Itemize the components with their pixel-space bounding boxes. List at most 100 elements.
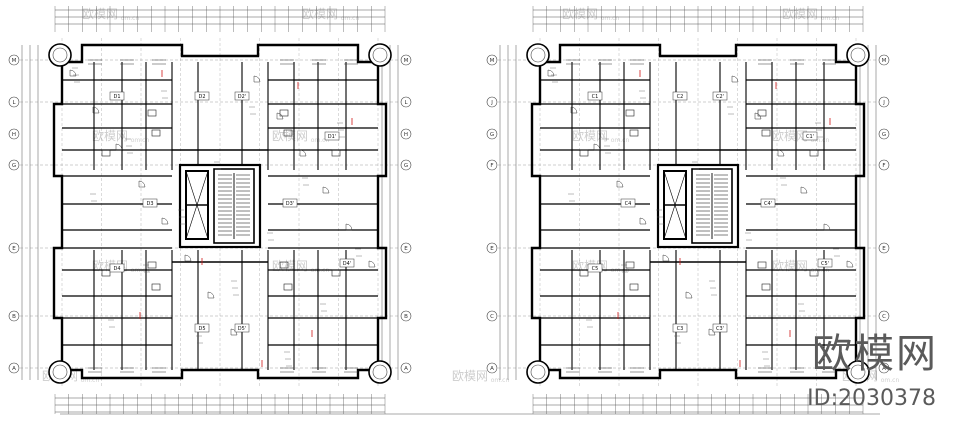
room-tag-box bbox=[234, 91, 250, 101]
plumbing-fixture bbox=[283, 283, 293, 291]
room-tag-box bbox=[672, 91, 688, 101]
room-label: D4 bbox=[113, 266, 120, 272]
axis-label-left: E bbox=[12, 246, 16, 252]
plumbing-fixture bbox=[757, 109, 767, 117]
room-tag-box bbox=[817, 258, 833, 268]
room-tag-box bbox=[234, 323, 250, 333]
room-tag-box bbox=[142, 198, 158, 208]
axis-label-right: L bbox=[404, 100, 408, 106]
corner-bay bbox=[526, 360, 550, 384]
watermark-layer: 欧模网om.cn欧模网om.cn欧模网om.cn欧模网om.cn欧模网om.cn… bbox=[42, 7, 899, 384]
axis-bubble-left bbox=[8, 242, 20, 254]
corner-bay-inner bbox=[52, 364, 68, 380]
watermark-small: 欧模网 bbox=[92, 129, 128, 143]
room-label: D2' bbox=[238, 94, 246, 100]
room-tag-box bbox=[194, 323, 210, 333]
room-label: C1 bbox=[592, 94, 599, 100]
axis-bubble-right bbox=[400, 159, 412, 171]
axis-bubble-left bbox=[8, 159, 20, 171]
stair-enclosure bbox=[691, 168, 733, 244]
axis-bubble-left bbox=[8, 128, 20, 140]
door-swing bbox=[639, 217, 647, 225]
room-tag-box bbox=[672, 323, 688, 333]
door-swing bbox=[368, 260, 376, 268]
door-swing bbox=[593, 143, 601, 151]
stair-enclosure bbox=[213, 168, 255, 244]
room-label: C5 bbox=[592, 266, 599, 272]
door-swing bbox=[823, 223, 831, 231]
axis-bubble-left bbox=[486, 310, 498, 322]
room-label: D3 bbox=[146, 201, 153, 207]
room-tag-box bbox=[620, 198, 636, 208]
axis-label-right: E bbox=[882, 246, 886, 252]
door-swing bbox=[322, 186, 330, 194]
plumbing-fixture bbox=[761, 129, 771, 137]
corner-bay bbox=[846, 43, 870, 67]
axis-label-right: M bbox=[882, 58, 887, 64]
room-tag-box bbox=[587, 91, 603, 101]
plumbing-fixture bbox=[629, 283, 639, 291]
door-swing bbox=[230, 328, 238, 336]
door-swing bbox=[115, 143, 123, 151]
door-swing bbox=[276, 112, 284, 120]
room-label: C2 bbox=[677, 94, 684, 100]
room-tag-box bbox=[712, 323, 728, 333]
door-swing bbox=[616, 180, 624, 188]
watermark-logo: 欧模网 bbox=[812, 331, 938, 377]
watermark-url: om.cn bbox=[611, 137, 630, 144]
axis-label-right: B bbox=[404, 314, 408, 320]
plumbing-fixture bbox=[579, 269, 589, 277]
axis-bubble-left bbox=[486, 54, 498, 66]
axis-bubble-right bbox=[878, 362, 890, 374]
room-tag-box bbox=[587, 263, 603, 273]
door-swing bbox=[69, 69, 77, 77]
axis-label-left: B bbox=[12, 314, 16, 320]
watermark-url: om.cn bbox=[81, 377, 100, 384]
plumbing-fixture bbox=[279, 261, 289, 269]
room-tag-box bbox=[760, 198, 776, 208]
room-tag-box bbox=[339, 258, 355, 268]
axis-label-right: H bbox=[404, 132, 408, 138]
axis-label-left: M bbox=[490, 58, 495, 64]
plumbing-fixture bbox=[625, 109, 635, 117]
axis-bubble-right bbox=[878, 96, 890, 108]
axis-bubble-left bbox=[8, 362, 20, 374]
axis-label-right: A bbox=[882, 366, 886, 372]
axis-label-left: F bbox=[490, 163, 493, 169]
axis-label-left: G bbox=[12, 163, 16, 169]
room-label: D1 bbox=[113, 94, 120, 100]
axis-bubble-left bbox=[8, 310, 20, 322]
watermark-url: om.cn bbox=[491, 377, 510, 384]
watermark-small: 欧模网 bbox=[302, 7, 338, 21]
plumbing-fixture bbox=[151, 129, 161, 137]
door-swing bbox=[685, 291, 693, 299]
plumbing-fixture bbox=[809, 269, 819, 277]
door-swing bbox=[800, 186, 808, 194]
axis-label-right: C bbox=[882, 314, 886, 320]
door-swing bbox=[207, 291, 215, 299]
door-swing bbox=[777, 149, 785, 157]
axis-bubble-right bbox=[400, 242, 412, 254]
plumbing-fixture bbox=[147, 109, 157, 117]
axis-label-left: L bbox=[12, 100, 16, 106]
corner-bay-inner bbox=[372, 364, 388, 380]
door-swing bbox=[184, 254, 192, 262]
axis-bubble-left bbox=[8, 54, 20, 66]
watermark-url: om.cn bbox=[311, 137, 330, 144]
door-swing bbox=[161, 217, 169, 225]
watermark-small: 欧模网 bbox=[452, 369, 488, 383]
watermark-url: om.cn bbox=[131, 137, 150, 144]
watermark-small: 欧模网 bbox=[772, 129, 808, 143]
axis-label-left: G bbox=[490, 132, 494, 138]
room-label: D3' bbox=[286, 201, 294, 207]
axis-bubble-right bbox=[400, 96, 412, 108]
room-label: C1' bbox=[806, 134, 814, 140]
axis-label-right: A bbox=[404, 366, 408, 372]
axis-bubble-right bbox=[878, 242, 890, 254]
axis-label-left: J bbox=[490, 100, 493, 106]
axis-label-right: E bbox=[404, 246, 408, 252]
watermark-small: 欧模网 bbox=[782, 7, 818, 21]
watermark-url: om.cn bbox=[601, 15, 620, 22]
